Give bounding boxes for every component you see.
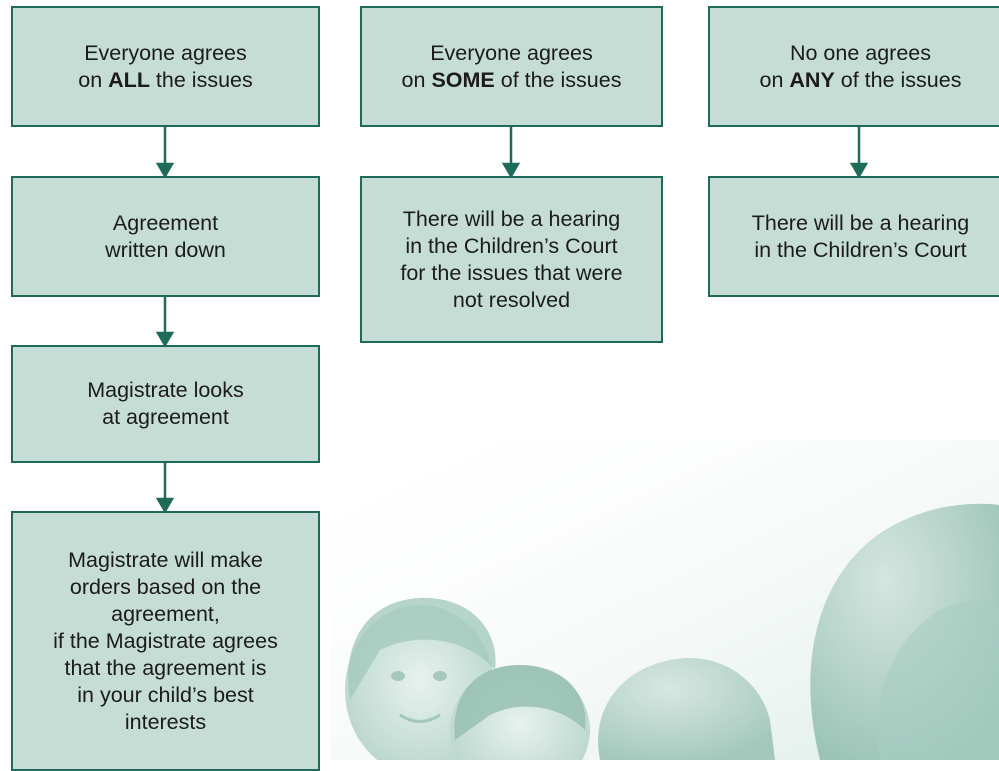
node-prefix: on	[78, 67, 109, 92]
node-no-one-agrees-any: No one agrees on ANY of the issues	[708, 6, 999, 127]
arrowhead-any-to-hearing	[849, 162, 869, 179]
node-line: Agreement	[112, 210, 219, 235]
node-line: for the issues that were	[400, 260, 623, 285]
node-line: Everyone agrees	[84, 40, 247, 65]
node-prefix: on	[401, 67, 432, 92]
node-line: on ALL the issues	[78, 67, 252, 94]
node-hearing-unresolved-issues: There will be a hearing in the Children’…	[360, 176, 663, 343]
node-line: Magistrate looks	[87, 378, 244, 402]
node-magistrate-orders: Magistrate will make orders based on the…	[11, 511, 320, 771]
node-line: at agreement	[102, 405, 229, 429]
arrowhead-some-to-hearing	[501, 162, 521, 179]
node-suffix: of the issues	[834, 67, 962, 92]
node-line: agreement,	[111, 601, 220, 626]
node-suffix: of the issues	[494, 67, 622, 92]
node-line: not resolved	[452, 287, 571, 312]
node-hearing-childrens-court: There will be a hearing in the Children’…	[708, 176, 999, 297]
node-line: Everyone agrees	[430, 40, 593, 65]
node-line: that the agreement is	[64, 655, 267, 680]
node-line: There will be a hearing	[751, 210, 970, 235]
node-line: in the Children’s Court	[405, 233, 618, 258]
node-everyone-agrees-some: Everyone agrees on SOME of the issues	[360, 6, 663, 127]
node-line: if the Magistrate agrees	[53, 628, 278, 653]
node-prefix: on	[759, 67, 790, 92]
node-line: No one agrees	[789, 40, 932, 65]
node-emphasis: ANY	[789, 67, 835, 92]
node-line: in the Children’s Court	[754, 237, 967, 262]
arrowhead-looks-to-orders	[155, 497, 175, 514]
node-emphasis: SOME	[431, 67, 495, 92]
node-line: written down	[105, 237, 226, 262]
node-everyone-agrees-all: Everyone agrees on ALL the issues	[11, 6, 320, 127]
node-line: on ANY of the issues	[760, 67, 962, 94]
node-line: on SOME of the issues	[402, 67, 622, 94]
node-line: Magistrate will make	[68, 547, 263, 572]
node-line: orders based on the	[69, 574, 262, 599]
node-line: interests	[124, 709, 207, 734]
node-line: There will be a hearing	[402, 206, 621, 231]
node-emphasis: ALL	[108, 67, 150, 92]
node-agreement-written-down: Agreement written down	[11, 176, 320, 297]
arrowhead-written-to-looks	[155, 331, 175, 348]
node-suffix: the issues	[149, 67, 253, 92]
node-line: in your child’s best	[77, 682, 254, 707]
arrowhead-all-to-written	[155, 162, 175, 179]
node-magistrate-looks: Magistrate looks at agreement	[11, 345, 320, 463]
